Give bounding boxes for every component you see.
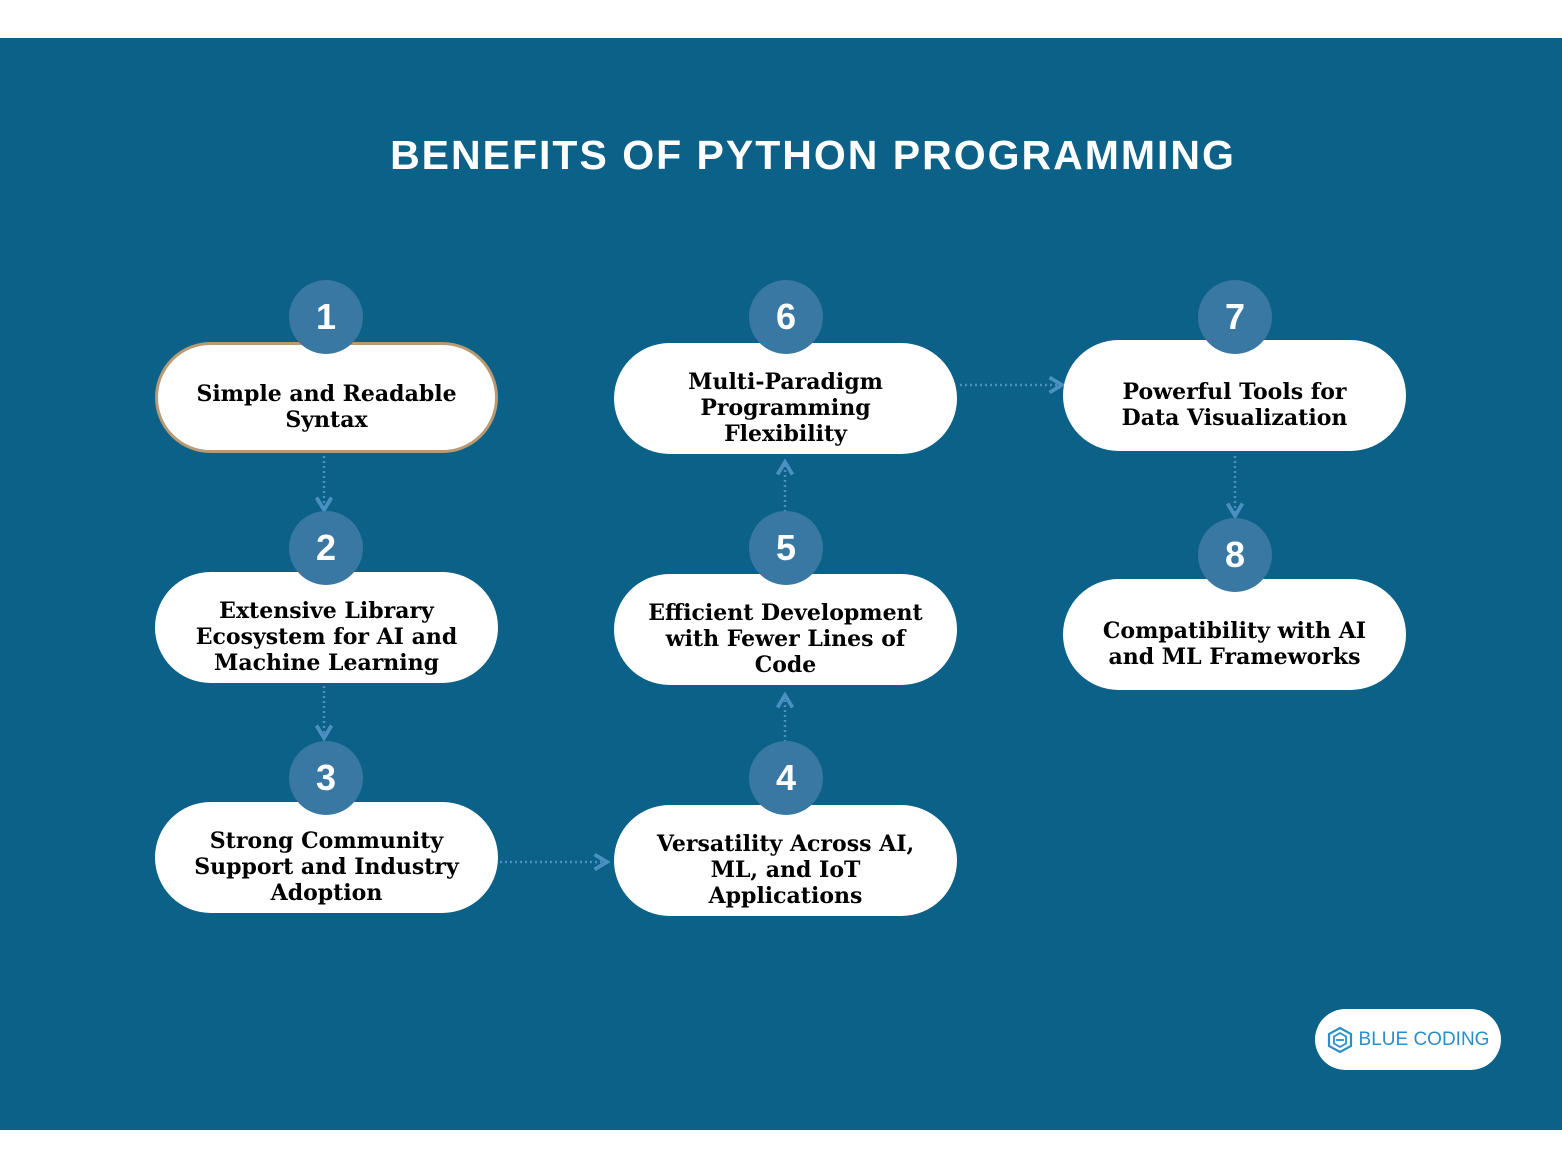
- step-5-box: Efficient Development with Fewer Lines o…: [614, 574, 957, 685]
- blue-coding-logo: BLUE CODING: [1315, 1009, 1501, 1070]
- step-5-label: Efficient Development with Fewer Lines o…: [648, 599, 923, 678]
- step-2-number: 2: [289, 511, 363, 585]
- step-3-label: Strong Community Support and Industry Ad…: [194, 827, 459, 906]
- step-1-box: Simple and Readable Syntax: [155, 342, 498, 453]
- step-1-number: 1: [289, 280, 363, 354]
- step-5-number: 5: [749, 511, 823, 585]
- step-4-label: Versatility Across AI, ML, and IoT Appli…: [656, 830, 915, 909]
- page-title: BENEFITS OF PYTHON PROGRAMMING: [390, 132, 1236, 178]
- hexagon-logo-icon: [1327, 1026, 1352, 1053]
- step-6-box: Multi-Paradigm Programming Flexibility: [614, 343, 957, 454]
- step-8-box: Compatibility with AI and ML Frameworks: [1063, 579, 1406, 690]
- step-1-label: Simple and Readable Syntax: [196, 380, 457, 433]
- step-7-label: Powerful Tools for Data Visualization: [1121, 378, 1348, 431]
- step-8-number: 8: [1198, 518, 1272, 592]
- step-6-label: Multi-Paradigm Programming Flexibility: [688, 368, 883, 447]
- step-4-number: 4: [749, 741, 823, 815]
- logo-text: BLUE CODING: [1358, 1028, 1490, 1050]
- step-2-box: Extensive Library Ecosystem for AI and M…: [155, 572, 498, 683]
- step-7-number: 7: [1198, 280, 1272, 354]
- step-8-label: Compatibility with AI and ML Frameworks: [1102, 617, 1367, 670]
- step-2-label: Extensive Library Ecosystem for AI and M…: [195, 597, 458, 676]
- step-4-box: Versatility Across AI, ML, and IoT Appli…: [614, 805, 957, 916]
- step-3-number: 3: [289, 741, 363, 815]
- step-7-box: Powerful Tools for Data Visualization: [1063, 340, 1406, 451]
- step-3-box: Strong Community Support and Industry Ad…: [155, 802, 498, 913]
- step-6-number: 6: [749, 280, 823, 354]
